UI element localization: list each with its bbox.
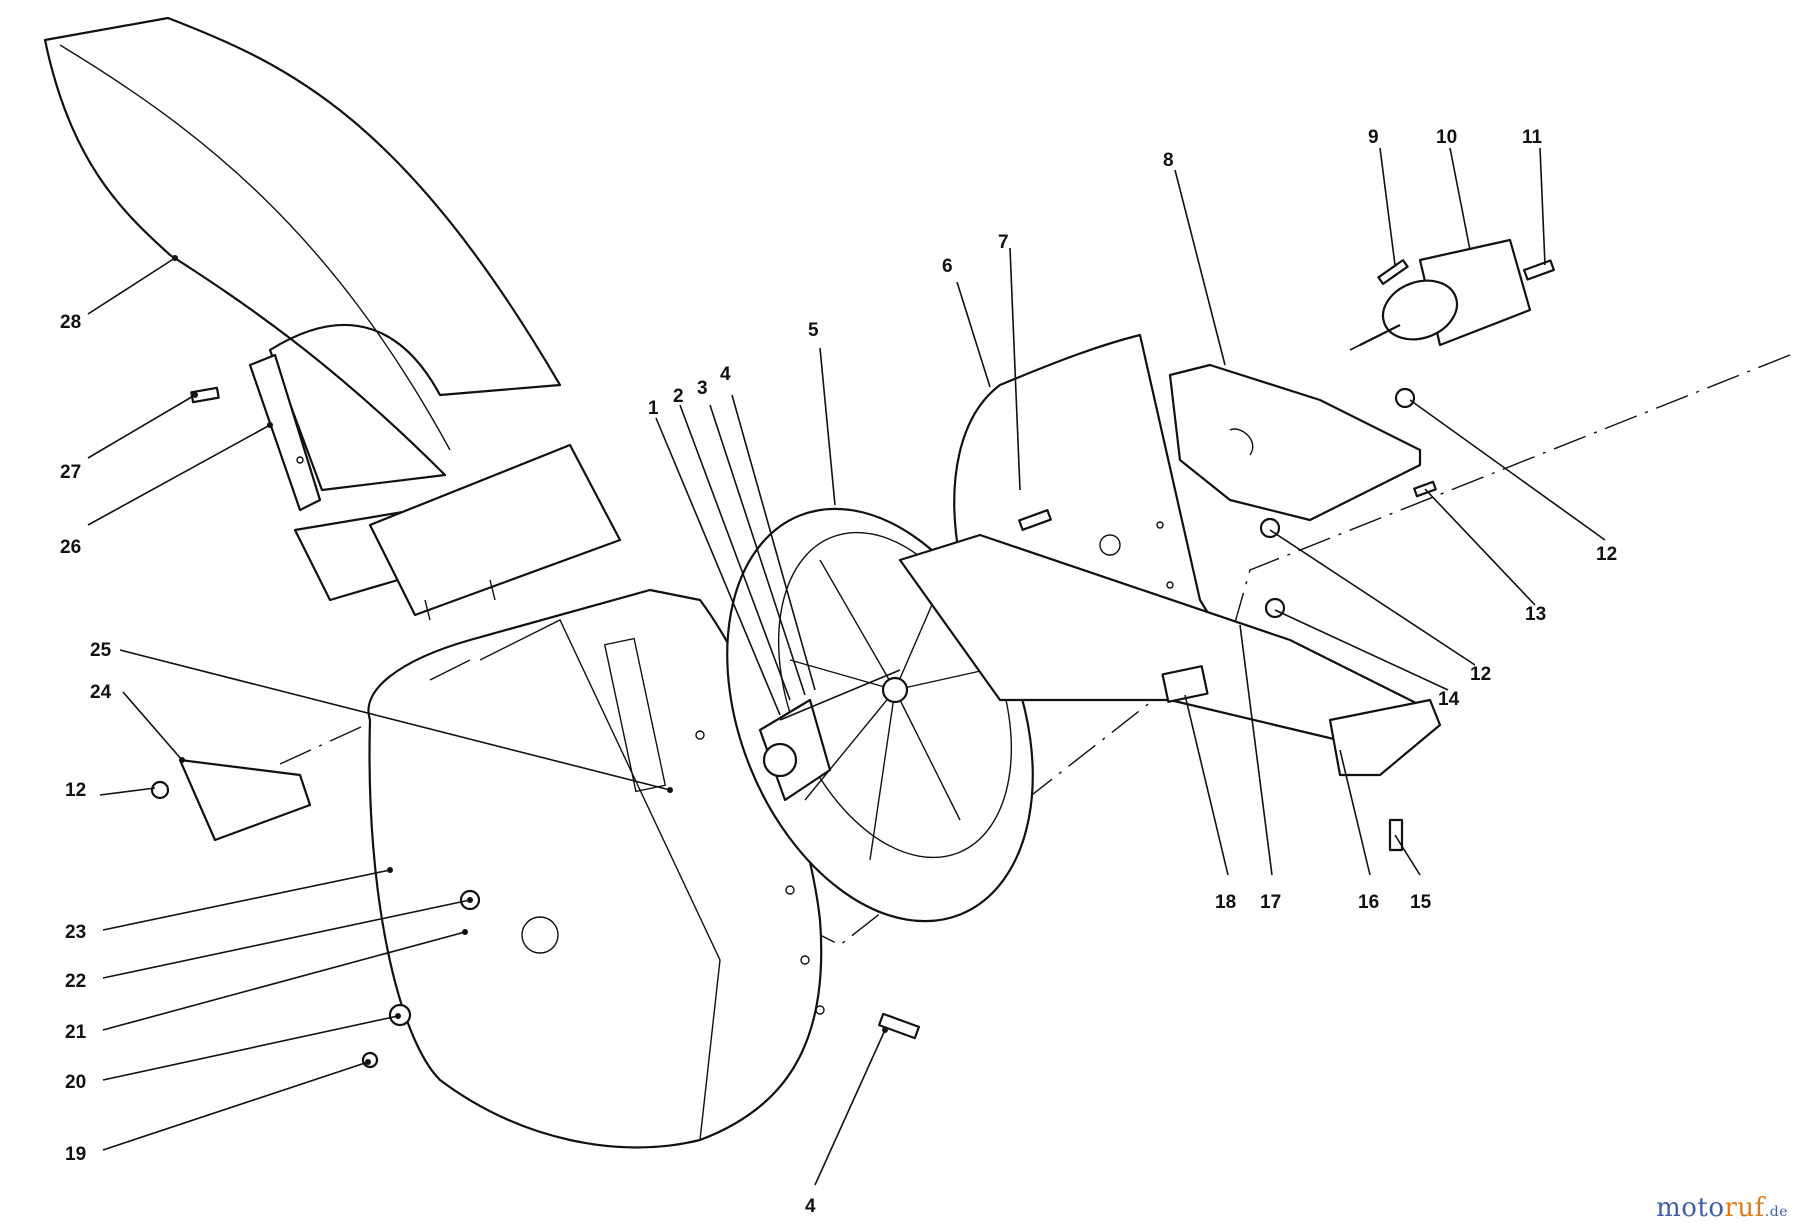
callout-12-left: 12 xyxy=(65,780,86,801)
gearbox xyxy=(1349,238,1532,351)
watermark-tld: .de xyxy=(1764,1204,1788,1220)
blower-housing xyxy=(367,588,825,1149)
callout-7: 7 xyxy=(998,232,1009,253)
callout-9: 9 xyxy=(1368,127,1379,148)
leader-endpoints xyxy=(172,255,888,1065)
callout-15: 15 xyxy=(1410,892,1432,913)
callout-23: 23 xyxy=(65,922,86,943)
leader-lines xyxy=(87,147,1606,1186)
callout-26: 26 xyxy=(60,537,81,558)
callout-12-mid: 12 xyxy=(1470,664,1491,685)
callout-27: 27 xyxy=(60,462,81,483)
callout-12-right: 12 xyxy=(1596,544,1617,565)
callout-1: 1 xyxy=(648,398,659,419)
callout-18: 18 xyxy=(1215,892,1236,913)
gearbox-mount-bracket xyxy=(1168,363,1422,522)
callout-21: 21 xyxy=(65,1022,87,1043)
callout-5: 5 xyxy=(808,320,819,341)
callout-6: 6 xyxy=(942,256,953,277)
bearing-flange xyxy=(758,669,901,802)
chute-adapter xyxy=(293,443,622,621)
callout-11: 11 xyxy=(1522,127,1543,148)
callout-3: 3 xyxy=(697,378,708,399)
callout-17: 17 xyxy=(1260,892,1281,913)
chute-bracket xyxy=(248,353,322,512)
discharge-chute xyxy=(43,16,562,492)
callout-10: 10 xyxy=(1436,127,1457,148)
callout-24: 24 xyxy=(90,682,112,703)
motoruf-watermark: motoruf.de xyxy=(1656,1193,1788,1223)
callout-16: 16 xyxy=(1358,892,1379,913)
callout-14: 14 xyxy=(1438,689,1460,710)
deflector-plate xyxy=(178,758,312,842)
callout-8: 8 xyxy=(1163,150,1174,171)
callout-28: 28 xyxy=(60,312,81,333)
callout-4-bottom: 4 xyxy=(805,1196,816,1217)
callout-25: 25 xyxy=(90,640,112,661)
callout-20: 20 xyxy=(65,1072,86,1093)
watermark-accent: ruf xyxy=(1724,1193,1765,1223)
callout-13: 13 xyxy=(1525,604,1546,625)
callout-22: 22 xyxy=(65,971,86,992)
watermark-main: moto xyxy=(1656,1193,1725,1223)
base-frame xyxy=(898,533,1442,777)
callout-2: 2 xyxy=(673,386,684,407)
callout-4-top: 4 xyxy=(720,364,731,385)
callout-labels: 1 2 3 4 5 6 7 8 9 10 11 12 12 12 13 14 1… xyxy=(60,127,1617,1217)
callout-19: 19 xyxy=(65,1144,86,1165)
